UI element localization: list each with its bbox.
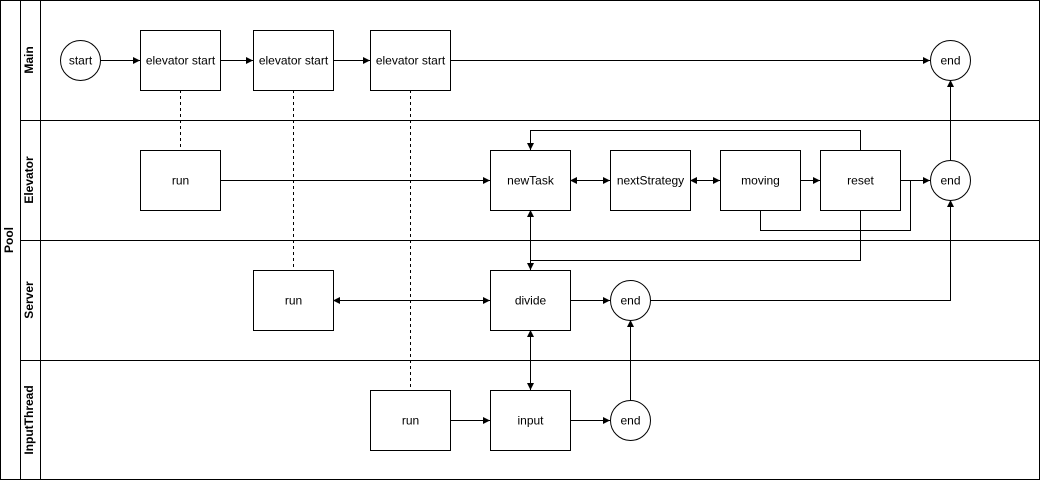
node-label: end (940, 174, 960, 188)
node-elevator-reset: reset (820, 150, 901, 211)
edge-reset-to-server (530, 210, 861, 261)
edge-moving-reset-return (760, 180, 911, 231)
lane-label-server: Server (22, 281, 36, 319)
node-input-input: input (490, 390, 571, 451)
node-label: moving (741, 174, 780, 188)
node-label: elevator start (146, 54, 216, 68)
edge-reset-loop-to-new-task (527, 130, 861, 150)
node-label: reset (847, 174, 874, 188)
node-main-end: end (930, 40, 971, 81)
node-input-run: run (370, 390, 451, 451)
node-label: end (620, 414, 640, 428)
node-server-divide: divide (490, 270, 571, 331)
lane-main: Main (20, 0, 1040, 121)
node-label: nextStrategy (617, 174, 684, 188)
lane-input-thread: InputThread (22, 360, 41, 480)
node-label: run (402, 414, 419, 428)
nodes: start elevator start elevator start elev… (60, 30, 971, 451)
node-label: elevator start (259, 54, 329, 68)
node-elevator-next-strategy: nextStrategy (610, 150, 691, 211)
lane-label-elevator: Elevator (22, 156, 36, 204)
node-main-start: start (60, 40, 101, 81)
node-main-elevator-start-3: elevator start (370, 30, 451, 91)
edges (100, 57, 954, 424)
node-label: end (940, 54, 960, 68)
node-label: newTask (507, 174, 555, 188)
node-label: elevator start (376, 54, 446, 68)
node-label: run (285, 294, 302, 308)
node-server-run: run (253, 270, 334, 331)
node-elevator-end: end (930, 160, 971, 201)
node-main-elevator-start-2: elevator start (253, 30, 334, 91)
lane-label-input-thread: InputThread (22, 385, 36, 454)
node-label: divide (515, 294, 547, 308)
node-label: end (620, 294, 640, 308)
node-elevator-new-task: newTask (490, 150, 571, 211)
node-input-end: end (610, 400, 651, 441)
node-main-elevator-start-1: elevator start (140, 30, 221, 91)
node-label: run (172, 174, 189, 188)
edge-server-end-to-elevator-end (650, 200, 954, 301)
node-elevator-run: run (140, 150, 221, 211)
node-label: input (517, 414, 544, 428)
node-label: start (69, 54, 93, 68)
node-server-end: end (610, 280, 651, 321)
node-elevator-moving: moving (720, 150, 801, 211)
pool-title: Pool (2, 227, 16, 253)
lane-label-main: Main (22, 46, 36, 73)
